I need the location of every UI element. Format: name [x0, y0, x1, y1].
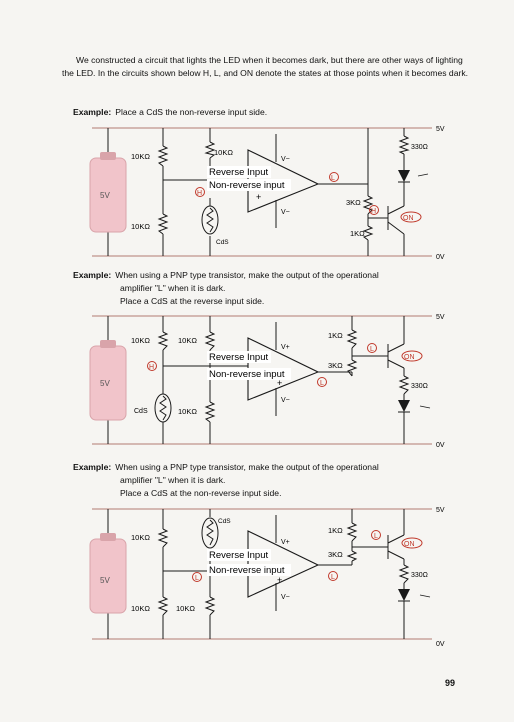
resistor-label-2e: 3KΩ [328, 361, 343, 370]
example-2-line-3: Place a CdS at the reverse input side. [120, 296, 265, 306]
supply-minus-label-1: V− [281, 209, 290, 216]
state-input-1: H [197, 190, 202, 197]
resistor-label-3e: 3KΩ [328, 550, 343, 559]
battery-label-1: 5V [100, 191, 110, 200]
resistor-label-3c: 10KΩ [176, 604, 195, 613]
page-number: 99 [445, 678, 456, 688]
rail-5v-1: 5V [436, 126, 445, 133]
cds-label-2: CdS [134, 408, 148, 415]
supply-minus-label-2: V− [281, 397, 290, 404]
resistor-label-2a: 10KΩ [131, 336, 150, 345]
state-input-2: H [149, 364, 154, 371]
example-2-label: Example: [73, 270, 112, 280]
supply-plus-label-2: V+ [281, 344, 290, 351]
resistor-label-1b: 10KΩ [131, 222, 150, 231]
rail-5v-3: 5V [436, 507, 445, 514]
state-output-2: L [320, 380, 324, 387]
nonreverse-input-label-2: Non-reverse input [209, 369, 285, 380]
resistor-label-2b: 10KΩ [178, 336, 197, 345]
state-on-3: ON [404, 541, 415, 548]
resistor-label-1e: 1KΩ [350, 229, 365, 238]
resistor-label-3f: 330Ω [411, 572, 428, 579]
nonreverse-input-label-1: Non-reverse input [209, 180, 285, 191]
example-2-line-2: amplifier "L" when it is dark. [120, 283, 226, 293]
circuit-diagram-3: 5V 5V 0V 10KΩ 10KΩ 10KΩ CdS Reverse Inpu… [89, 507, 445, 648]
circuit-diagram-2: 5V 5V 0V 10KΩ 10KΩ 10KΩ CdS Reverse Inpu… [89, 314, 445, 449]
state-base-2: L [370, 346, 374, 353]
rail-5v-2: 5V [436, 314, 445, 321]
example-2-caption: Example:When using a PNP type transistor… [73, 269, 453, 308]
example-1-line-1: Place a CdS the non-reverse input side. [115, 107, 268, 117]
resistor-label-3a: 10KΩ [131, 533, 150, 542]
resistor-label-2f: 330Ω [411, 383, 428, 390]
example-3-caption: Example:When using a PNP type transistor… [73, 461, 453, 500]
resistor-label-1d: 3KΩ [346, 198, 361, 207]
example-3-line-2: amplifier "L" when it is dark. [120, 475, 226, 485]
plus-sign-2: + [277, 378, 282, 388]
supply-plus-label-1: V− [281, 156, 290, 163]
battery-label-3: 5V [100, 576, 110, 585]
example-3-line-1: When using a PNP type transistor, make t… [115, 462, 379, 472]
cds-label-3: CdS [218, 518, 231, 525]
circuit-diagram-1: 5V 5V 0V 10KΩ 10KΩ 10KΩ CdS Reverse Inpu… [89, 126, 445, 261]
cds-label-1: CdS [216, 239, 229, 246]
battery-label-2: 5V [100, 379, 110, 388]
nonreverse-input-label-3: Non-reverse input [209, 565, 285, 576]
example-3-label: Example: [73, 462, 112, 472]
state-output-3: L [331, 574, 335, 581]
supply-minus-label-3: V− [281, 594, 290, 601]
resistor-label-1f: 330Ω [411, 144, 428, 151]
reverse-input-label-2: Reverse Input [209, 352, 269, 363]
plus-sign-1: + [256, 192, 261, 202]
plus-sign-3: + [277, 575, 282, 585]
rail-0v-1: 0V [436, 254, 445, 261]
resistor-label-1a: 10KΩ [131, 152, 150, 161]
example-3-line-3: Place a CdS at the non-reverse input sid… [120, 488, 282, 498]
state-input-3: L [195, 575, 199, 582]
reverse-input-label-1: Reverse Input [209, 167, 269, 178]
resistor-label-2c: 10KΩ [178, 407, 197, 416]
rail-0v-2: 0V [436, 442, 445, 449]
rail-0v-3: 0V [436, 641, 445, 648]
state-on-1: ON [403, 215, 414, 222]
resistor-label-3b: 10KΩ [131, 604, 150, 613]
supply-plus-label-3: V+ [281, 539, 290, 546]
state-base-3: L [374, 533, 378, 540]
reverse-input-label-3: Reverse Input [209, 550, 269, 561]
resistor-label-3d: 1KΩ [328, 526, 343, 535]
example-1-label: Example: [73, 107, 112, 117]
resistor-label-1c: 10KΩ [214, 148, 233, 157]
state-base-1: H [371, 208, 376, 215]
state-output-1: L [331, 175, 335, 182]
intro-paragraph: We constructed a circuit that lights the… [62, 55, 469, 78]
example-2-line-1: When using a PNP type transistor, make t… [115, 270, 379, 280]
resistor-label-2d: 1KΩ [328, 331, 343, 340]
state-on-2: ON [404, 354, 415, 361]
example-1-caption: Example:Place a CdS the non-reverse inpu… [73, 106, 453, 119]
